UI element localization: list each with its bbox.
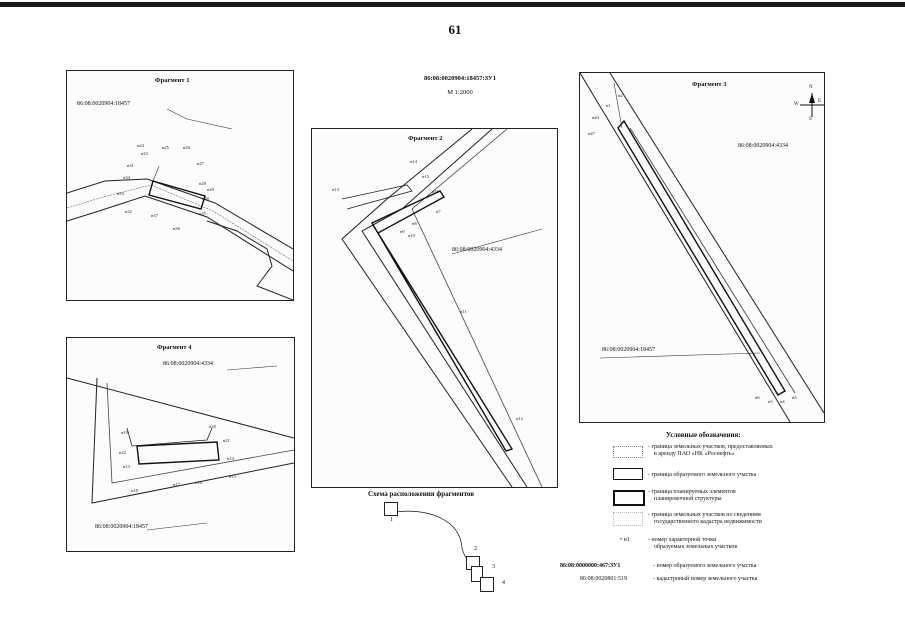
fragment-1-map xyxy=(67,108,293,300)
fragment-4-cadastral-top: 86:08:0020904:4334 xyxy=(163,361,214,367)
point-label: н15 xyxy=(422,174,429,179)
point-label: н30 xyxy=(202,196,209,201)
point-label: н31 xyxy=(127,163,134,168)
point-label: н9 xyxy=(400,229,405,234)
point-label: н32 xyxy=(125,209,132,214)
point-label: н3 xyxy=(768,399,773,404)
point-label: н36 xyxy=(173,226,180,231)
point-label: н14 xyxy=(410,159,417,164)
point-label: н10 xyxy=(408,233,415,238)
point-label: н25 xyxy=(162,145,169,150)
point-label: н2 xyxy=(618,93,623,98)
fragment-1-title: Фрагмент 1 xyxy=(155,77,190,84)
legend-symbol-parcel-boundary xyxy=(613,468,643,480)
fragment-2-map xyxy=(341,129,543,487)
point-label: н11 xyxy=(460,309,467,314)
legend-text: - номер образуемого земельного участка xyxy=(653,563,757,569)
legend-symbol-point: • н1 xyxy=(620,537,630,543)
legend-symbol-cadastre-boundary xyxy=(613,512,643,526)
compass-e: E xyxy=(818,99,822,104)
point-label: н27 xyxy=(197,161,204,166)
top-rule xyxy=(0,2,905,7)
compass-n: N xyxy=(809,85,813,90)
point-label: н7 xyxy=(436,209,441,214)
fragment-2: Фрагмент 2 86:08:0020904:4334 н10 н11 н1… xyxy=(311,128,558,488)
point-label: н33 xyxy=(117,191,124,196)
fragment-4-cadastral-bottom: 86:08:0020904:18457 xyxy=(95,524,149,530)
point-label: н14 xyxy=(227,456,234,461)
point-label: н22 xyxy=(119,450,126,455)
point-label: н34 xyxy=(123,175,130,180)
scheme-label-4: 4 xyxy=(502,580,505,586)
point-label: н13 xyxy=(332,187,339,192)
point-label: н26 xyxy=(183,145,190,150)
point-label: н1 xyxy=(606,103,611,108)
scale-label: М 1:2000 xyxy=(447,89,473,96)
point-label: н6 xyxy=(755,395,760,400)
legend-text: - кадастровый номер земельного участка xyxy=(653,576,758,582)
point-label: н24 xyxy=(137,143,144,148)
legend-text: - граница земельных участков по сведения… xyxy=(648,512,762,525)
scheme-box-1 xyxy=(384,502,398,516)
point-label: н15 xyxy=(229,474,236,479)
legend-symbol-planning-boundary xyxy=(613,490,645,506)
page-number: 61 xyxy=(448,22,462,37)
point-label: н17 xyxy=(173,482,180,487)
fragment-3-cadastral-bottom: 86:08:0020904:18457 xyxy=(602,347,656,353)
fragment-4: Фрагмент 4 86:08:0020904:4334 86:08:0020… xyxy=(66,337,295,552)
compass-s: S xyxy=(809,117,812,122)
legend-text: - граница образуемого земельного участка xyxy=(648,472,757,478)
legend-symbol-parcel-number: 86:08:0000000:467:ЗУ1 xyxy=(560,563,621,569)
fragment-3-map xyxy=(580,73,824,422)
fragment-1: Фрагмент 1 86:08:0020904:18457 н23 н24 н… xyxy=(66,70,294,301)
scheme-label-3: 3 xyxy=(492,564,495,570)
point-label: н29 xyxy=(207,187,214,192)
point-label: н19 xyxy=(121,430,128,435)
legend-symbol-lease-boundary xyxy=(613,446,643,458)
point-label: н13 xyxy=(123,464,130,469)
point-label: н16 xyxy=(432,189,439,194)
point-label: н21 xyxy=(223,438,230,443)
point-label: н12 xyxy=(516,416,523,421)
legend-symbol-cadastral-number: 86:08:0020801:519 xyxy=(580,576,628,582)
point-label: н18 xyxy=(131,488,138,493)
fragment-4-map xyxy=(67,365,294,531)
scheme-title: Схема расположения фрагментов xyxy=(368,490,475,498)
point-label: н44 xyxy=(592,115,599,120)
point-label: н37 xyxy=(151,213,158,218)
fragment-3-cadastral-top: 86:08:0020904:4334 xyxy=(738,143,789,149)
fragment-3-title: Фрагмент 3 xyxy=(692,81,727,88)
fragment-2-title: Фрагмент 2 xyxy=(408,135,443,142)
point-label: н8 xyxy=(412,221,417,226)
legend-text: - граница земельных участков, предоставл… xyxy=(648,444,773,457)
fragment-4-title: Фрагмент 4 xyxy=(157,344,192,351)
point-label: н35 xyxy=(199,211,206,216)
point-label: н23 xyxy=(141,151,148,156)
point-label: н20 xyxy=(209,424,216,429)
fragment-1-cadastral: 86:08:0020904:18457 xyxy=(77,101,131,107)
parcel-heading: 86:08:0020904:18457:ЗУ1 xyxy=(424,75,496,82)
point-label: н47 xyxy=(588,131,595,136)
point-label: н4 xyxy=(780,399,785,404)
scheme-box-4 xyxy=(480,577,494,592)
scheme-label-2: 2 xyxy=(474,546,477,552)
point-label: н28 xyxy=(199,181,206,186)
fragment-2-cadastral: 86:08:0020904:4334 xyxy=(452,247,503,253)
compass-w: W xyxy=(794,102,799,107)
point-label: н5 xyxy=(792,395,797,400)
fragment-3: Фрагмент 3 N S W E 86:08:0020904:4334 86… xyxy=(579,72,825,423)
scheme-label-1: 1 xyxy=(390,517,393,523)
point-label: н16 xyxy=(195,480,202,485)
legend-title: Условные обозначения: xyxy=(666,431,741,439)
